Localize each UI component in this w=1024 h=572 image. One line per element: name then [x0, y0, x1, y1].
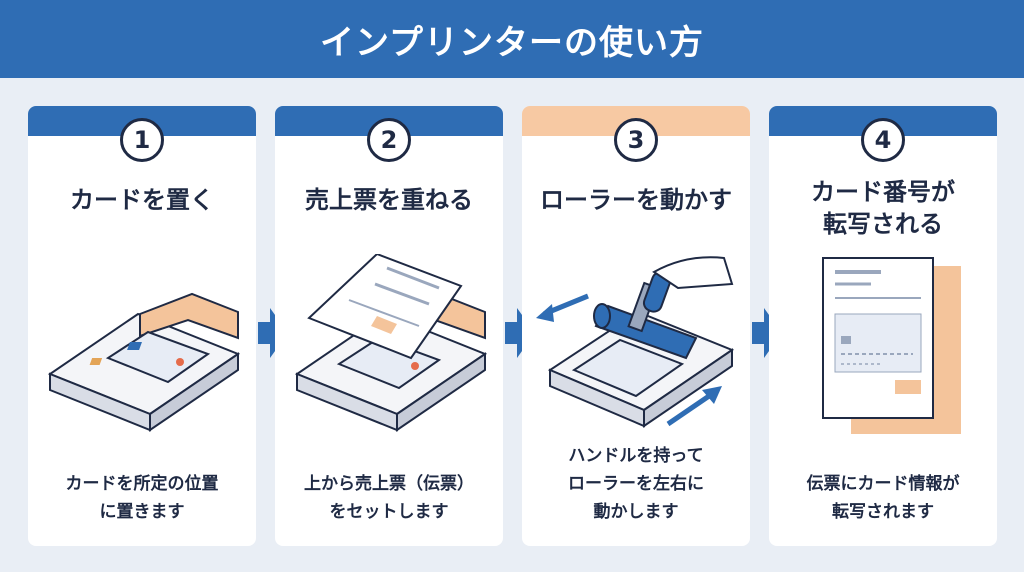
- step-title-2: 売上票を重ねる: [305, 186, 473, 214]
- arrow-right-icon: [258, 308, 288, 358]
- step-card-1: 1 カードを置く カードを所定の位置 に置きます: [28, 106, 256, 546]
- step-number-1: 1: [120, 118, 164, 162]
- roller-motion-illustration: [536, 256, 735, 428]
- step-card-4: 4 カード番号が 転写される 伝票にカード情報が 転写されます: [769, 106, 997, 546]
- imprinter-with-card-illustration: [47, 292, 241, 432]
- transferred-slip-illustration: [822, 257, 961, 434]
- step-number-4: 4: [861, 118, 905, 162]
- step-card-3: 3 ローラーを動かす ハンドルを持って ローラーを左右に 動かします: [522, 106, 750, 546]
- step-number-2: 2: [367, 118, 411, 162]
- step-description-2: 上から売上票（伝票） をセットします: [304, 474, 474, 522]
- sales-slip-over-card-illustration: [294, 254, 488, 432]
- page-title: インプリンターの使い方: [0, 0, 1024, 78]
- step-number-3: 3: [614, 118, 658, 162]
- arrow-right-icon: [505, 308, 535, 358]
- step-card-2: 2 売上票を重ねる 上から売上票（伝票） をセットします: [275, 106, 503, 546]
- arrow-right-icon: [752, 308, 782, 358]
- step-description-4: 伝票にカード情報が 転写されます: [806, 474, 960, 522]
- step-description-1: カードを所定の位置 に置きます: [65, 474, 219, 522]
- step-title-4: カード番号が 転写される: [811, 178, 955, 238]
- step-title-3: ローラーを動かす: [540, 186, 732, 214]
- step-description-3: ハンドルを持って ローラーを左右に 動かします: [568, 446, 704, 522]
- step-title-1: カードを置く: [70, 186, 214, 214]
